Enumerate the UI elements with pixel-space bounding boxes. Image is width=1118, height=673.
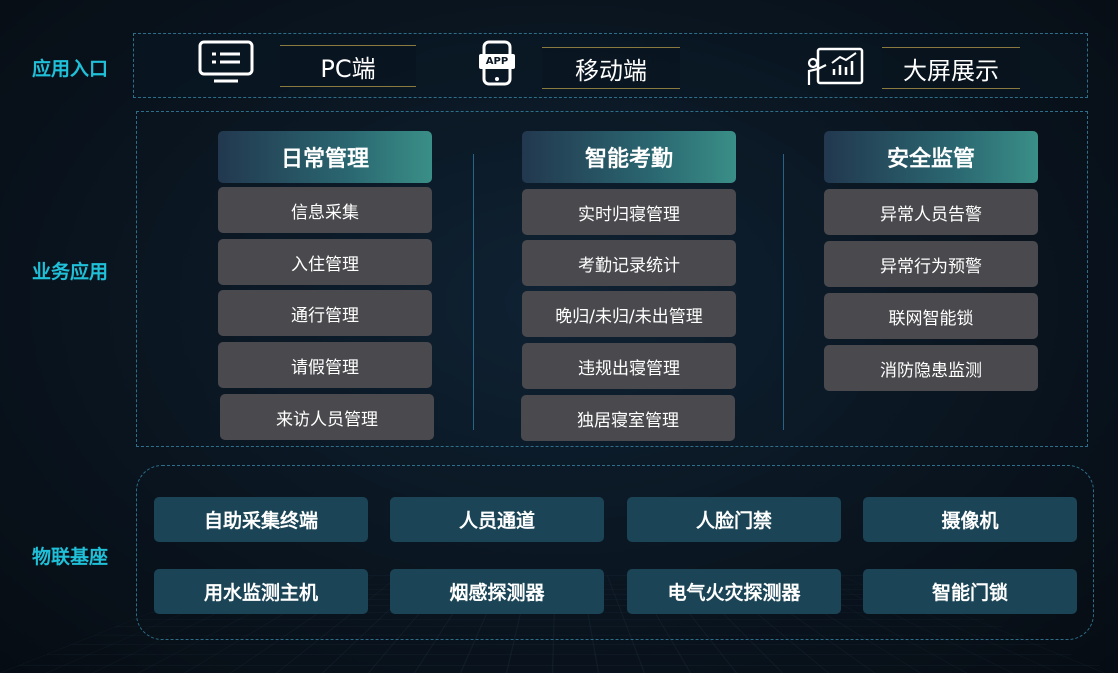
item-label: 独居寝室管理 xyxy=(577,410,679,431)
column-head-security: 安全监管 xyxy=(824,131,1038,183)
iot-device[interactable]: 自助采集终端 xyxy=(154,497,368,542)
entry-pc-label: PC端 xyxy=(320,54,376,83)
item-label: 实时归寝管理 xyxy=(578,204,680,225)
entry-pc[interactable]: PC端 xyxy=(280,45,416,87)
list-item[interactable]: 违规出寝管理 xyxy=(522,343,736,389)
item-label: 违规出寝管理 xyxy=(578,358,680,379)
iot-frame xyxy=(136,465,1094,640)
iot-device[interactable]: 摄像机 xyxy=(863,497,1077,542)
list-item[interactable]: 晚归/未归/未出管理 xyxy=(522,291,736,337)
list-item[interactable]: 请假管理 xyxy=(218,342,432,388)
column-head-attendance: 智能考勤 xyxy=(522,131,736,183)
list-item[interactable]: 通行管理 xyxy=(218,290,432,336)
item-label: 通行管理 xyxy=(291,305,359,326)
iot-device[interactable]: 电气火灾探测器 xyxy=(627,569,841,614)
iot-device-label: 自助采集终端 xyxy=(203,510,318,532)
item-label: 请假管理 xyxy=(291,357,359,378)
list-item[interactable]: 入住管理 xyxy=(218,239,432,285)
column-title: 智能考勤 xyxy=(584,147,673,172)
iot-device[interactable]: 人脸门禁 xyxy=(627,497,841,542)
presentation-chart-icon xyxy=(806,47,864,91)
list-item[interactable]: 实时归寝管理 xyxy=(522,189,736,235)
item-label: 联网智能锁 xyxy=(888,308,974,329)
row-label-entry: 应用入口 xyxy=(31,58,108,80)
list-item[interactable]: 消防隐患监测 xyxy=(824,345,1038,391)
entry-mobile-label: 移动端 xyxy=(575,56,647,85)
list-item[interactable]: 独居寝室管理 xyxy=(521,395,735,441)
list-item[interactable]: 异常人员告警 xyxy=(824,189,1038,235)
monitor-icon xyxy=(198,40,254,88)
iot-device-label: 智能门锁 xyxy=(931,582,1008,604)
item-label: 消防隐患监测 xyxy=(880,360,982,381)
iot-device[interactable]: 烟感探测器 xyxy=(390,569,604,614)
column-divider xyxy=(473,154,474,430)
column-divider xyxy=(783,154,784,430)
iot-device[interactable]: 智能门锁 xyxy=(863,569,1077,614)
item-label: 晚归/未归/未出管理 xyxy=(555,306,703,327)
iot-device-label: 用水监测主机 xyxy=(203,582,318,604)
row-label-business: 业务应用 xyxy=(31,261,108,283)
iot-device[interactable]: 用水监测主机 xyxy=(154,569,368,614)
item-label: 异常行为预警 xyxy=(880,256,982,277)
entry-mobile[interactable]: 移动端 xyxy=(542,47,680,89)
column-head-daily: 日常管理 xyxy=(218,131,432,183)
business-frame xyxy=(136,111,1088,447)
column-title: 日常管理 xyxy=(280,147,369,172)
list-item[interactable]: 来访人员管理 xyxy=(220,394,434,440)
item-label: 考勤记录统计 xyxy=(578,255,680,276)
app-icon-text: APP xyxy=(485,56,509,67)
item-label: 来访人员管理 xyxy=(276,409,378,430)
row-label-iot: 物联基座 xyxy=(31,546,108,568)
iot-device[interactable]: 人员通道 xyxy=(390,497,604,542)
column-title: 安全监管 xyxy=(886,147,975,172)
iot-device-label: 烟感探测器 xyxy=(449,582,545,604)
entry-bigscreen[interactable]: 大屏展示 xyxy=(882,47,1020,89)
item-label: 信息采集 xyxy=(291,202,359,223)
iot-device-label: 人员通道 xyxy=(458,510,535,532)
list-item[interactable]: 信息采集 xyxy=(218,187,432,233)
iot-device-label: 摄像机 xyxy=(941,510,999,532)
item-label: 入住管理 xyxy=(291,254,359,275)
list-item[interactable]: 异常行为预警 xyxy=(824,241,1038,287)
list-item[interactable]: 考勤记录统计 xyxy=(522,240,736,286)
phone-app-icon: APP xyxy=(478,40,516,90)
iot-device-label: 人脸门禁 xyxy=(695,510,772,532)
item-label: 异常人员告警 xyxy=(880,204,982,225)
list-item[interactable]: 联网智能锁 xyxy=(824,293,1038,339)
entry-bigscreen-label: 大屏展示 xyxy=(903,56,999,85)
iot-device-label: 电气火灾探测器 xyxy=(667,582,801,604)
